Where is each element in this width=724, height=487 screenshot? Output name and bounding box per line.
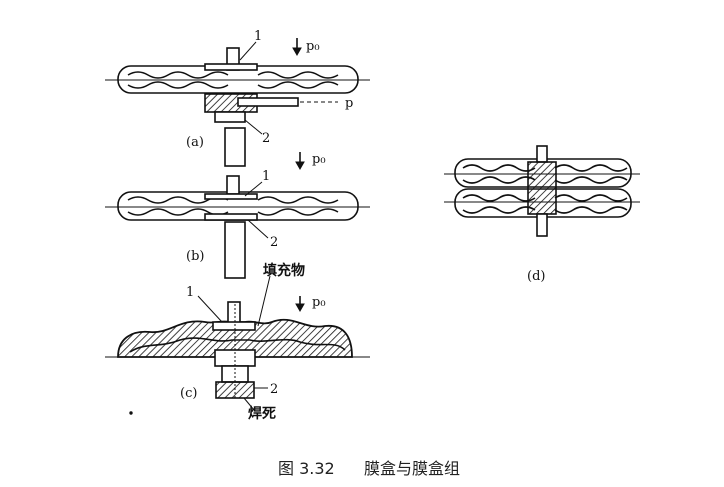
panel-c-filler-line xyxy=(257,275,271,327)
panel-c-callout2-label: 2 xyxy=(270,382,278,397)
panel-d-upper-membrane-b xyxy=(554,164,628,172)
panel-a-callout1-line xyxy=(239,41,257,61)
panel-a-membrane-upper-left xyxy=(127,71,229,79)
panel-a-cylinder xyxy=(224,127,246,167)
panel-a-membrane-lower-left xyxy=(127,81,229,89)
panel-b-membrane-lower-left xyxy=(127,208,229,216)
panel-d-caption: (d) xyxy=(527,269,545,284)
panel-c-filler-label: 填充物 xyxy=(263,262,305,279)
panel-b-caption: (b) xyxy=(186,249,204,264)
panel-d: (d) xyxy=(444,145,640,284)
panel-b-pressure-arrowhead xyxy=(295,161,305,171)
panel-a: 1 p₀ p 2 (a) xyxy=(105,29,370,167)
panel-c-top-rod xyxy=(227,301,241,325)
panel-b-pressure-top-label: p₀ xyxy=(312,152,326,167)
panel-d-upper-membrane-c xyxy=(462,176,536,184)
panel-d-bottom-rod xyxy=(536,213,548,237)
panel-b-callout2-line xyxy=(247,219,269,239)
panel-a-lower-block xyxy=(214,111,246,123)
panel-a-side-tube xyxy=(237,97,299,107)
panel-c-caption: (c) xyxy=(180,386,197,401)
panel-b: 1 p₀ 2 (b) xyxy=(105,152,370,279)
figure-caption: 图 3.32 膜盒与膜盒组 xyxy=(278,459,460,478)
panel-c-inner-membrane xyxy=(129,337,346,353)
panel-a-callout2-line xyxy=(244,119,263,135)
panel-b-callout1-line xyxy=(244,181,263,197)
panel-c-pressure-top-label: p₀ xyxy=(312,295,326,310)
panel-a-callout1-label: 1 xyxy=(254,29,262,44)
figure-number: 图 3.32 xyxy=(278,459,335,478)
panel-d-lower-membrane-a xyxy=(462,194,536,202)
panel-a-membrane-lower-right xyxy=(257,81,339,89)
panel-c-pressure-arrowhead xyxy=(295,303,305,313)
panel-b-membrane-lower-right xyxy=(257,208,339,216)
panel-b-bottom-plate xyxy=(204,213,258,221)
panel-c: 填充物 1 p₀ 2 焊死 (c) xyxy=(105,262,370,422)
panel-b-top-rod xyxy=(226,175,240,195)
panel-b-membrane-upper-right xyxy=(257,196,339,204)
panel-c-callout1-label: 1 xyxy=(186,285,194,300)
panel-c-callout1-line xyxy=(197,295,223,323)
panel-d-top-rod xyxy=(536,145,548,163)
panel-a-membrane-upper-right xyxy=(257,71,339,79)
panel-d-lower-membrane-d xyxy=(554,206,628,214)
figure-title: 膜盒与膜盒组 xyxy=(364,459,460,478)
panel-c-weld-line xyxy=(243,397,255,411)
panel-d-lower-membrane-b xyxy=(554,194,628,202)
panel-a-pressure-side-label: p xyxy=(345,96,353,111)
panel-d-upper-membrane-d xyxy=(554,176,628,184)
panel-a-top-plate xyxy=(204,63,258,71)
panel-a-callout2-label: 2 xyxy=(262,131,270,146)
panel-d-lower-membrane-c xyxy=(462,206,536,214)
panel-a-pressure-top-label: p₀ xyxy=(306,39,320,54)
panel-c-top-plate xyxy=(212,321,256,331)
panel-b-top-plate xyxy=(204,193,258,200)
panel-d-upper-membrane-a xyxy=(462,164,536,172)
panel-b-cylinder xyxy=(224,221,246,279)
panel-c-speck xyxy=(129,411,133,415)
panel-c-weld-label: 焊死 xyxy=(248,406,276,422)
panel-d-central-connector xyxy=(527,161,557,215)
panel-b-callout2-label: 2 xyxy=(270,235,278,250)
panel-a-pressure-arrowhead xyxy=(292,47,302,57)
panel-a-caption: (a) xyxy=(186,135,204,150)
panel-b-callout1-label: 1 xyxy=(262,169,270,184)
